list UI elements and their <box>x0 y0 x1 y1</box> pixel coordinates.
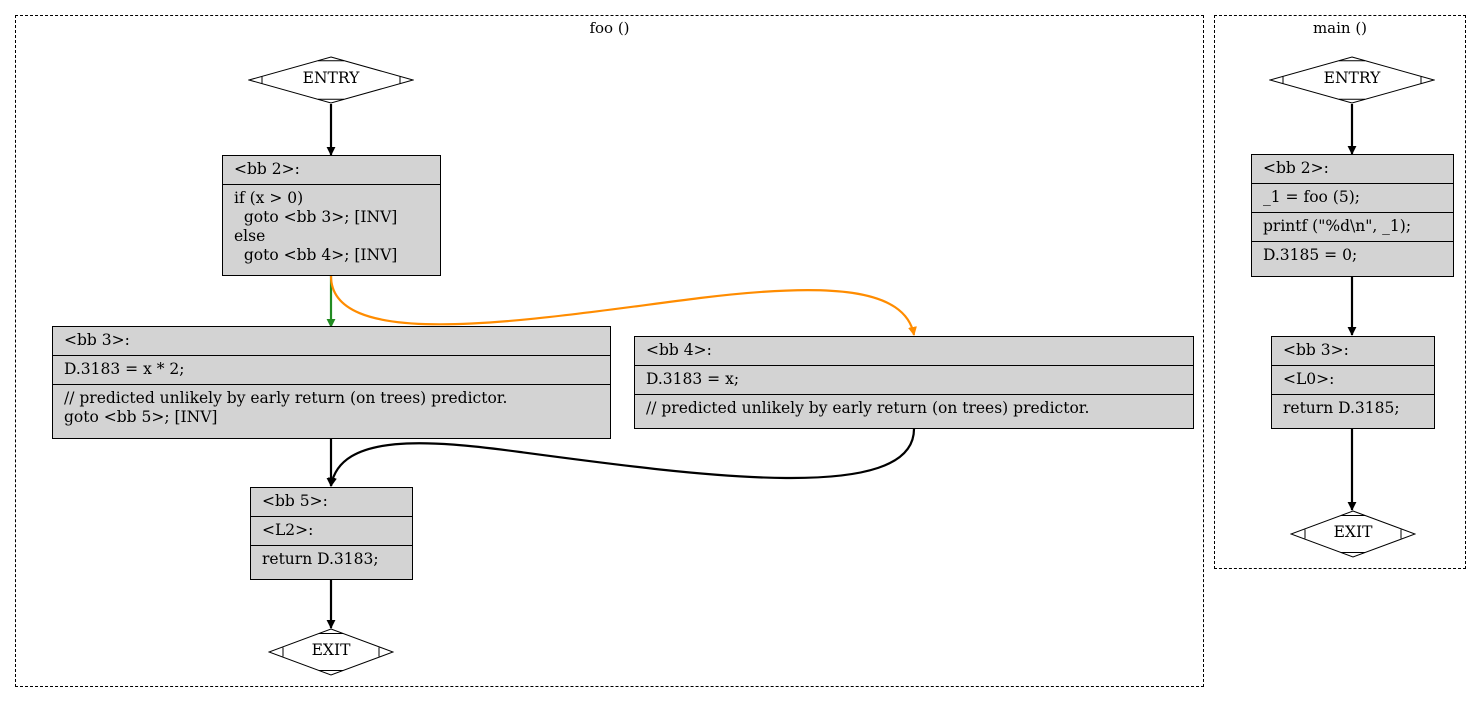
foo-entry-label: ENTRY <box>302 69 360 87</box>
foo-bb5-stmt: return D.3183; <box>251 545 412 574</box>
cluster-foo-title: foo () <box>589 19 630 37</box>
foo-exit-node[interactable]: EXIT <box>268 628 394 676</box>
main-bb3-stmt: return D.3185; <box>1272 394 1434 423</box>
foo-bb5-block[interactable]: <bb 5>: <L2>: return D.3183; <box>250 487 413 580</box>
cluster-main-title: main () <box>1312 19 1368 37</box>
main-bb3-header: <bb 3>: <box>1283 341 1349 359</box>
cluster-foo: foo () <box>15 15 1204 687</box>
main-entry-node[interactable]: ENTRY <box>1269 56 1435 104</box>
foo-bb4-stmt-2: // predicted unlikely by early return (o… <box>635 394 1193 423</box>
foo-bb5-label: <L2>: <box>251 516 412 545</box>
main-bb3-block[interactable]: <bb 3>: <L0>: return D.3185; <box>1271 336 1435 429</box>
foo-bb3-header: <bb 3>: <box>64 331 130 349</box>
main-bb2-block[interactable]: <bb 2>: _1 = foo (5); printf ("%d\n", _1… <box>1251 154 1454 277</box>
foo-bb3-stmt-2: // predicted unlikely by early return (o… <box>53 384 610 432</box>
main-entry-label: ENTRY <box>1323 69 1381 87</box>
foo-bb4-stmt-1: D.3183 = x; <box>635 365 1193 394</box>
entry-diamond-icon <box>248 56 414 104</box>
foo-bb4-header: <bb 4>: <box>646 341 712 359</box>
main-bb2-header: <bb 2>: <box>1263 159 1329 177</box>
main-bb2-stmt-1: _1 = foo (5); <box>1252 183 1453 212</box>
main-bb2-stmt-3: D.3185 = 0; <box>1252 241 1453 270</box>
edge-foo-bb4-bb5 <box>327 428 916 487</box>
main-exit-node[interactable]: EXIT <box>1290 510 1416 558</box>
cluster-main: main () <box>1214 15 1466 569</box>
foo-bb2-header: <bb 2>: <box>234 160 300 178</box>
main-bb3-label: <L0>: <box>1272 365 1434 394</box>
exit-diamond-icon <box>1290 510 1416 558</box>
foo-bb2-stmt: if (x > 0) goto <bb 3>; [INV] else goto … <box>223 184 440 270</box>
foo-bb2-block[interactable]: <bb 2>: if (x > 0) goto <bb 3>; [INV] el… <box>222 155 441 276</box>
foo-entry-node[interactable]: ENTRY <box>248 56 414 104</box>
foo-bb3-stmt-1: D.3183 = x * 2; <box>53 355 610 384</box>
exit-diamond-icon <box>268 628 394 676</box>
entry-diamond-icon <box>1269 56 1435 104</box>
foo-exit-label: EXIT <box>311 641 351 659</box>
foo-bb5-header: <bb 5>: <box>262 492 328 510</box>
main-bb2-stmt-2: printf ("%d\n", _1); <box>1252 212 1453 241</box>
edge-foo-bb2-bb4-false <box>329 275 917 336</box>
foo-bb4-block[interactable]: <bb 4>: D.3183 = x; // predicted unlikel… <box>634 336 1194 429</box>
main-exit-label: EXIT <box>1333 523 1373 541</box>
foo-bb3-block[interactable]: <bb 3>: D.3183 = x * 2; // predicted unl… <box>52 326 611 439</box>
